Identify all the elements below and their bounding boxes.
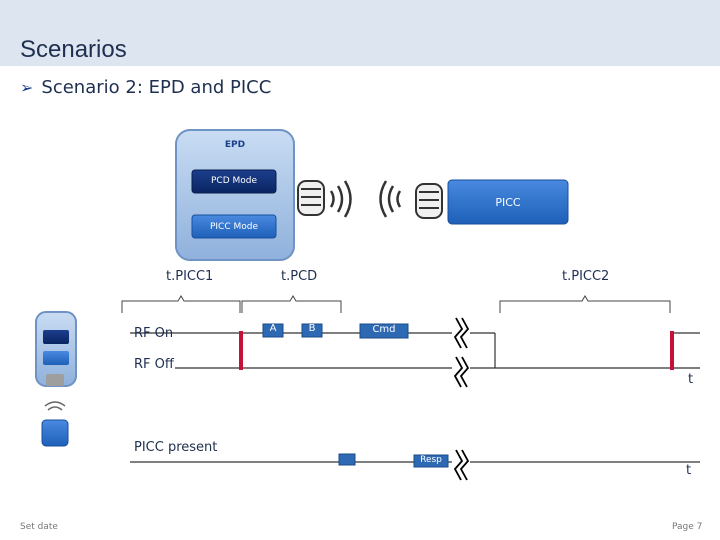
reader-device-icon xyxy=(35,311,77,387)
frame-cmd-label: Cmd xyxy=(372,324,396,335)
signal-waves-icon xyxy=(44,401,66,411)
picc-mode-box xyxy=(191,214,277,239)
arrow-bullet-icon: ➢ xyxy=(20,78,34,97)
tpicc2-label: t.PICC2 xyxy=(562,269,610,284)
bullet-text: Scenario 2: EPD and PICC xyxy=(41,77,272,98)
footer-date: Set date xyxy=(20,522,58,532)
signal-lines xyxy=(130,332,700,463)
page-number: Page 7 xyxy=(672,522,703,532)
frame-a-label: A xyxy=(269,323,277,334)
frame-resp-label: Resp xyxy=(420,455,442,465)
picc-card xyxy=(447,179,569,225)
bullet-item: ➢ Scenario 2: EPD and PICC xyxy=(20,77,271,98)
frame-resp xyxy=(413,454,449,468)
picc-label: PICC xyxy=(495,196,521,209)
red-marker-left xyxy=(239,331,243,370)
title-bar xyxy=(0,0,720,66)
picc-present-frame xyxy=(338,453,356,466)
epd-coil-icon xyxy=(297,180,325,216)
tpcd-label: t.PCD xyxy=(281,269,318,284)
small-picc-icon xyxy=(41,419,69,447)
picc-mode-label: PICC Mode xyxy=(209,222,259,232)
tpicc1-label: t.PICC1 xyxy=(166,269,214,284)
picc-present-label: PICC present xyxy=(134,440,218,455)
epd-device xyxy=(175,129,295,261)
frame-b xyxy=(301,323,323,338)
timing-braces xyxy=(121,295,671,313)
pcd-mode-box xyxy=(191,169,277,194)
picc-coil-icon xyxy=(415,183,443,219)
break-symbols xyxy=(453,317,470,481)
wave-out-icon xyxy=(329,180,352,218)
pcd-mode-label: PCD Mode xyxy=(210,176,258,186)
frame-cmd xyxy=(359,323,409,339)
epd-label: EPD xyxy=(224,140,246,150)
red-marker-right xyxy=(670,331,674,370)
frame-b-label: B xyxy=(308,323,316,334)
wave-in-icon xyxy=(379,180,402,218)
rf-off-label: RF Off xyxy=(134,357,174,372)
rf-on-label: RF On xyxy=(134,326,174,341)
page-title: Scenarios xyxy=(20,36,127,63)
frame-a xyxy=(262,323,284,338)
time-axis-label-2: t xyxy=(686,463,692,478)
time-axis-label-1: t xyxy=(688,372,694,387)
